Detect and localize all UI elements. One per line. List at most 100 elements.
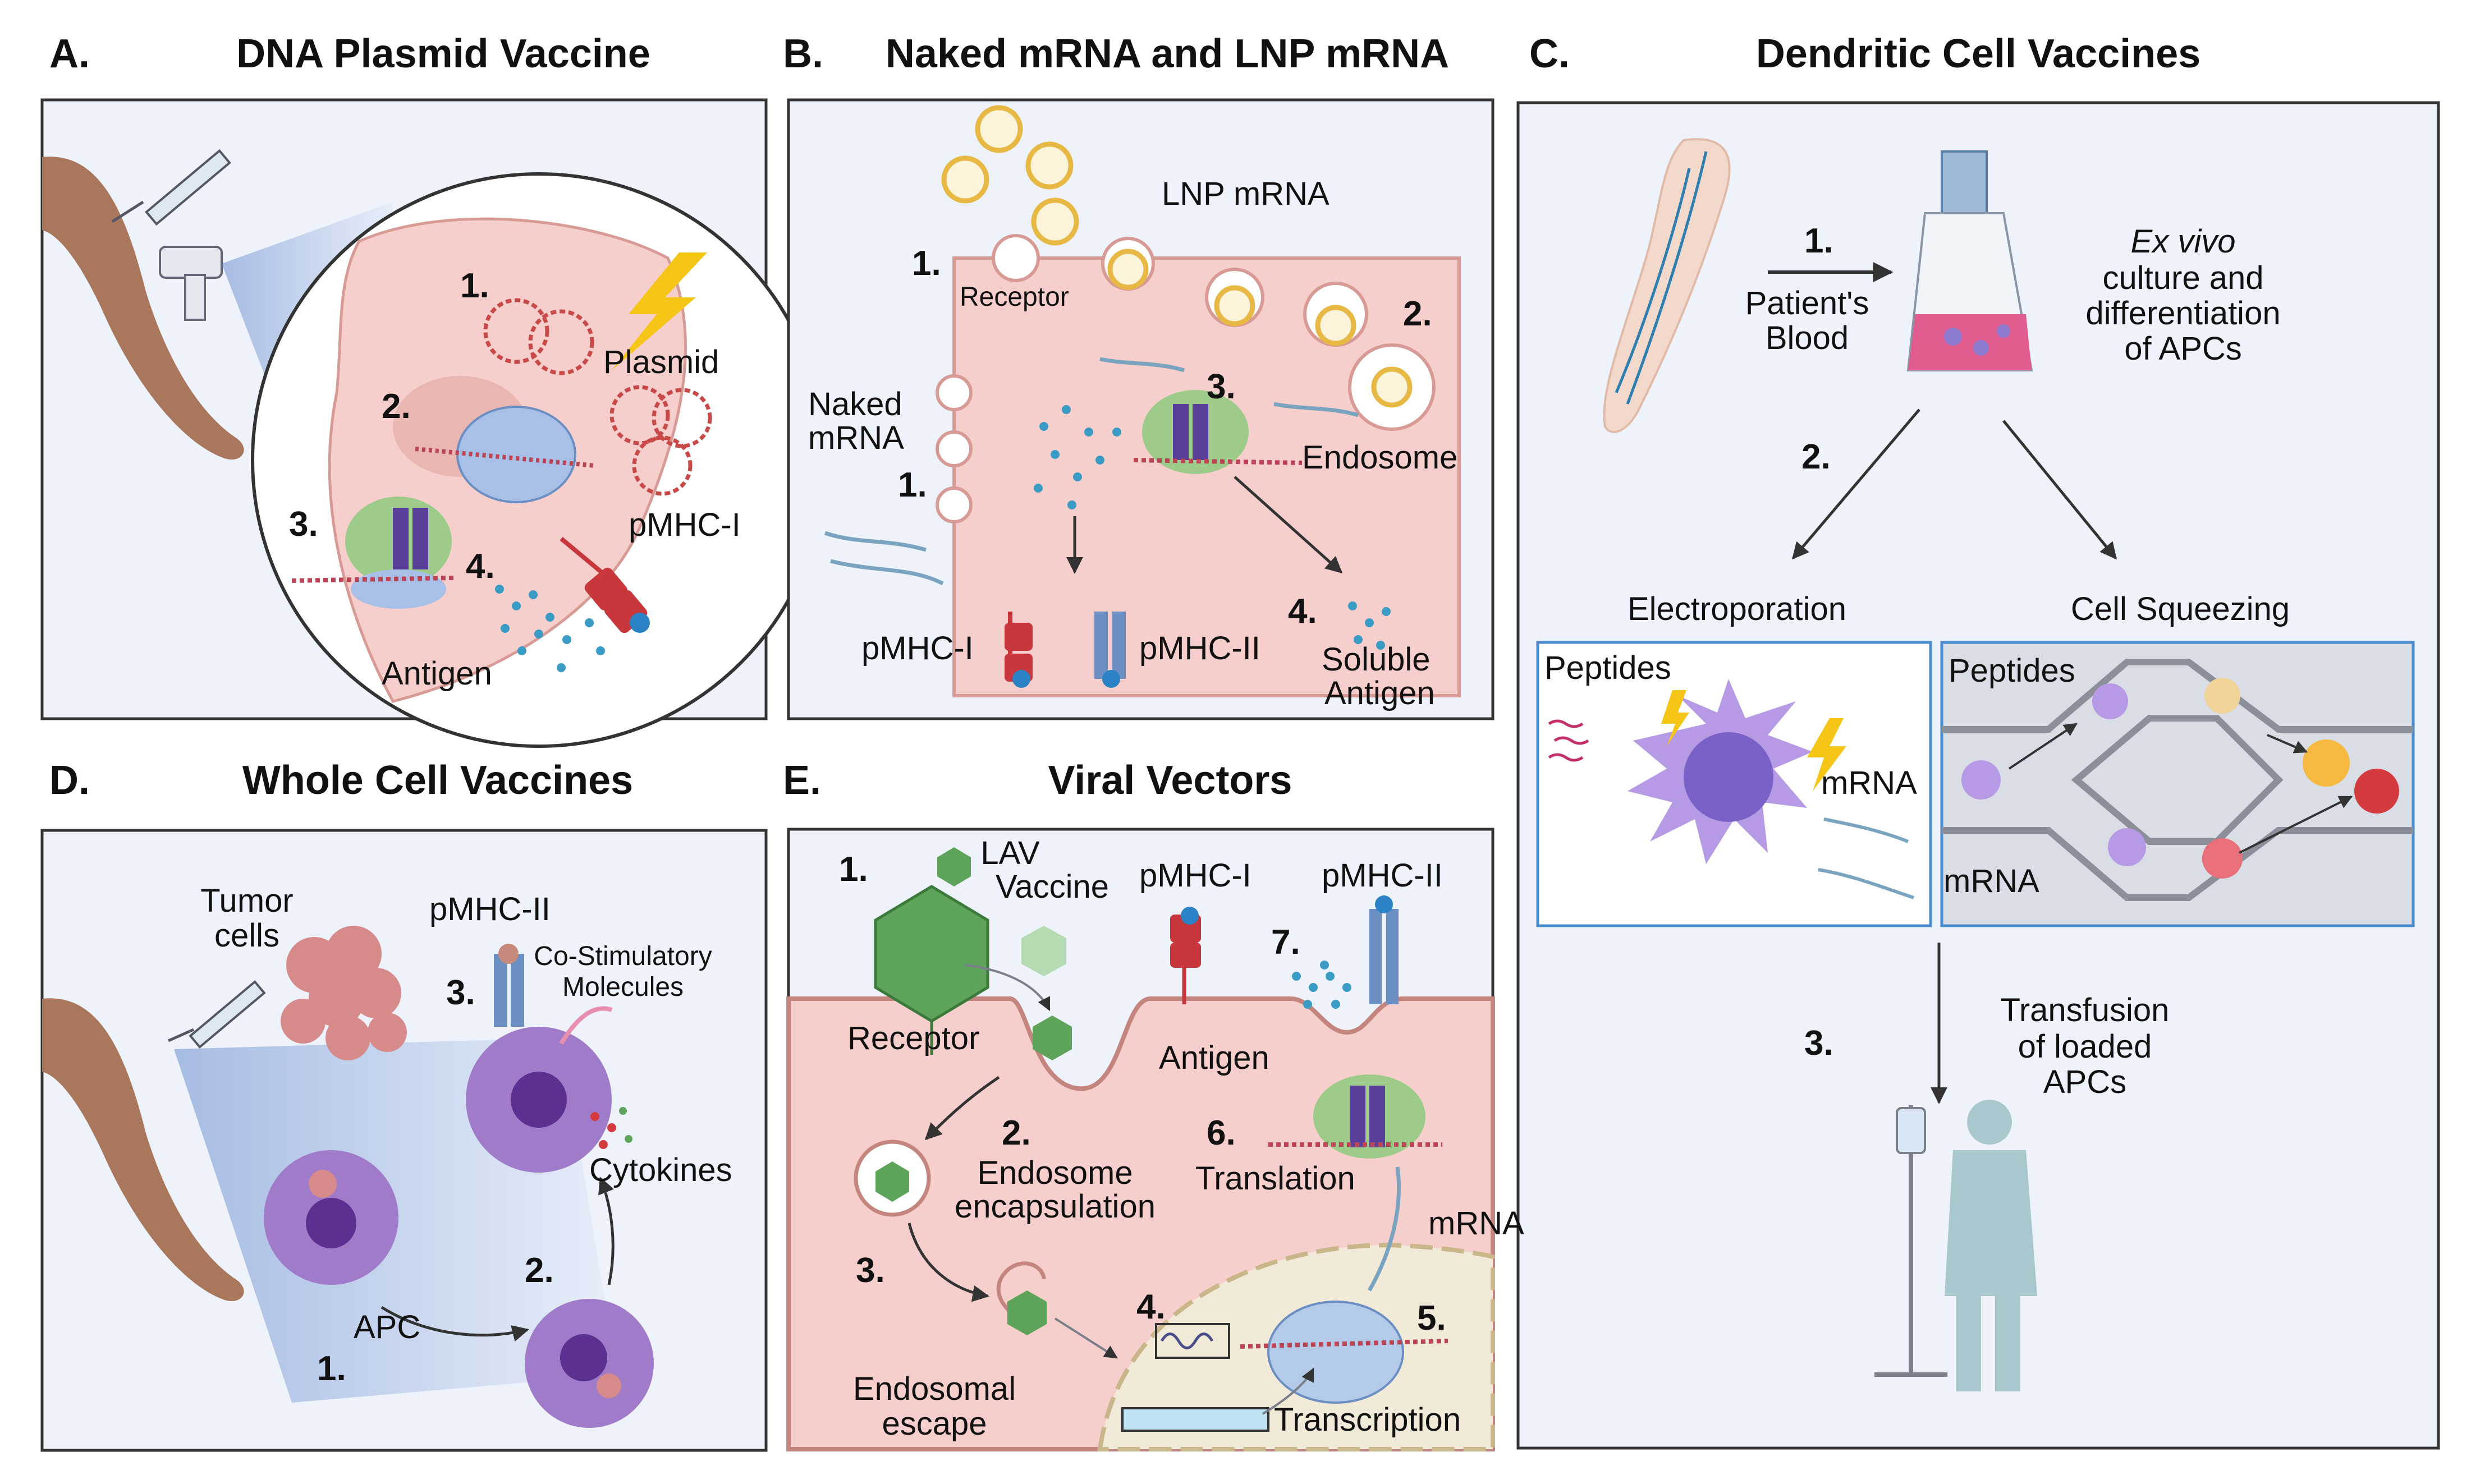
peptide-squiggles-left	[1548, 719, 1589, 762]
lnp-particle-icons	[941, 105, 1413, 408]
tumor-cells-label-2: cells	[214, 917, 279, 954]
panel-e-step-4: 4.	[1136, 1288, 1166, 1326]
panel-e-pmhc1-icon	[1170, 907, 1201, 1004]
panel-b-step-3: 3.	[1207, 367, 1236, 406]
panel-b-pmhc2-label: pMHC-II	[1139, 630, 1260, 667]
panel-b-title: Naked mRNA and LNP mRNA	[886, 31, 1449, 76]
panel-d-step-3: 3.	[446, 973, 475, 1012]
microfluidic-channels	[1942, 659, 2413, 901]
plasmid-icons	[483, 298, 712, 496]
panel-b-pmhc2-icon	[1094, 612, 1126, 688]
panel-a-step-4: 4.	[466, 547, 495, 586]
syringe-icon	[111, 149, 231, 226]
panel-d: D. Whole Cell Vaccines	[40, 758, 768, 1452]
naked-mrna-label-2: mRNA	[808, 420, 904, 456]
dc-nucleus	[1684, 732, 1773, 822]
panel-d-title: Whole Cell Vaccines	[242, 758, 633, 803]
panel-c-arrow-right	[2002, 420, 2117, 560]
panel-b-pmhc1-icon	[1005, 612, 1033, 688]
panel-b-receptor-label: Receptor	[960, 282, 1069, 312]
transfusion-label-3: APCs	[2043, 1064, 2126, 1100]
panel-c-arrow-left	[1792, 408, 1920, 560]
panel-c-step-3: 3.	[1804, 1024, 1833, 1063]
apc-cell-bottom-right	[525, 1299, 654, 1428]
endosomal-escape-label-2: escape	[882, 1405, 987, 1442]
panel-e-step-5: 5.	[1417, 1299, 1446, 1338]
panel-c-title: Dendritic Cell Vaccines	[1756, 31, 2200, 76]
panel-e-step-6: 6.	[1207, 1114, 1236, 1152]
panel-e-mrna-label: mRNA	[1428, 1205, 1524, 1242]
arm-illustration	[42, 157, 244, 460]
panel-a-step-1: 1.	[460, 267, 489, 305]
endosome-encapsulation-label-2: encapsulation	[955, 1188, 1156, 1225]
panel-d-arm	[42, 998, 244, 1302]
panel-a-title: DNA Plasmid Vaccine	[236, 31, 650, 76]
costim-molecule-icon	[559, 1006, 613, 1045]
tumor-cells-label-1: Tumor	[200, 883, 293, 919]
panel-a-step-3: 3.	[289, 505, 318, 544]
exvivo-label: Ex vivo	[2131, 223, 2236, 260]
apc-cell-top	[466, 1027, 612, 1173]
apc-cell-bottom-left	[264, 1150, 398, 1285]
panel-e: E. Viral Vectors	[783, 758, 1524, 1451]
peptides-right-label: Peptides	[1949, 653, 2075, 689]
panel-e-step-3: 3.	[856, 1251, 885, 1290]
lnp-mrna-label: LNP mRNA	[1162, 176, 1330, 212]
mrna-strands-left	[1818, 817, 1914, 899]
gene-gun-icon	[159, 246, 223, 321]
panel-e-pmhc2-icon	[1369, 895, 1399, 1004]
naked-mrna-label-1: Naked	[808, 386, 902, 422]
transfusion-label-2: of loaded	[2018, 1028, 2152, 1065]
virus-icon-large	[874, 885, 989, 1055]
panel-e-title: Viral Vectors	[1048, 758, 1292, 803]
vein-lines	[1615, 151, 1708, 405]
pmhc2-receptor-icon	[494, 944, 524, 1027]
patient-figure-icon	[1945, 1100, 2037, 1391]
panel-b: B. Naked mRNA and LNP mRNA	[783, 31, 1494, 720]
endosome-label: Endosome	[1302, 439, 1457, 476]
cytokines-label: Cytokines	[589, 1152, 732, 1188]
panel-b-pmhc1-label: pMHC-I	[861, 630, 974, 667]
tumor-cells-icon	[281, 926, 407, 1060]
plasmid-label: Plasmid	[603, 344, 719, 380]
apc-label: APC	[354, 1309, 420, 1345]
culture-label-2: differentiation	[2085, 295, 2280, 332]
virus-icon-entering	[1033, 1016, 1072, 1060]
lightning-icon	[612, 252, 707, 370]
lav-label-2: Vaccine	[996, 869, 1109, 905]
panel-a-step-2: 2.	[382, 387, 411, 426]
panel-e-letter: E.	[783, 758, 821, 803]
panel-c: C. Dendritic Cell Vaccines 1. Patient's …	[1516, 31, 2440, 1450]
panel-d-arrow-1	[380, 1306, 529, 1342]
rna-polymerase-icon	[1267, 1301, 1404, 1404]
panel-b-letter: B.	[783, 31, 823, 76]
electro-lightning-2	[1807, 718, 1846, 791]
panel-a-antigen-label: Antigen	[382, 655, 492, 692]
genome-cassette-icon	[1121, 1407, 1269, 1432]
mrna-strand	[415, 447, 595, 468]
panel-e-arrow-3	[907, 1223, 989, 1302]
panel-b-cell	[952, 256, 1461, 697]
panel-d-letter: D.	[49, 758, 90, 803]
virus-icon-small-2	[937, 847, 971, 886]
virus-icon-small-1	[1021, 926, 1066, 976]
soluble-antigen-label-2: Antigen	[1324, 675, 1435, 711]
culture-label-3: of APCs	[2124, 330, 2242, 367]
cytokine-dots	[590, 1107, 632, 1149]
endosome-encapsulation-label-1: Endosome	[977, 1155, 1133, 1191]
panel-e-antigen-dots	[1292, 961, 1351, 1009]
panel-e-pmhc2-label: pMHC-II	[1322, 857, 1443, 894]
transcription-label: Transcription	[1274, 1402, 1461, 1438]
panel-d-step-2: 2.	[525, 1251, 554, 1290]
panel-b-step-1a: 1.	[912, 244, 941, 283]
pmhc1-icon	[560, 536, 650, 633]
electroporation-label: Electroporation	[1628, 591, 1846, 627]
panel-e-step-2: 2.	[1002, 1114, 1031, 1152]
panel-b-step-1b: 1.	[898, 466, 927, 504]
panel-e-arrow-2	[924, 1076, 1000, 1141]
mrna-right-label: mRNA	[1943, 863, 2039, 899]
endosomal-escape-label-1: Endosomal	[853, 1371, 1016, 1407]
panel-c-step-2: 2.	[1801, 438, 1831, 476]
panel-a-letter: A.	[49, 31, 90, 76]
